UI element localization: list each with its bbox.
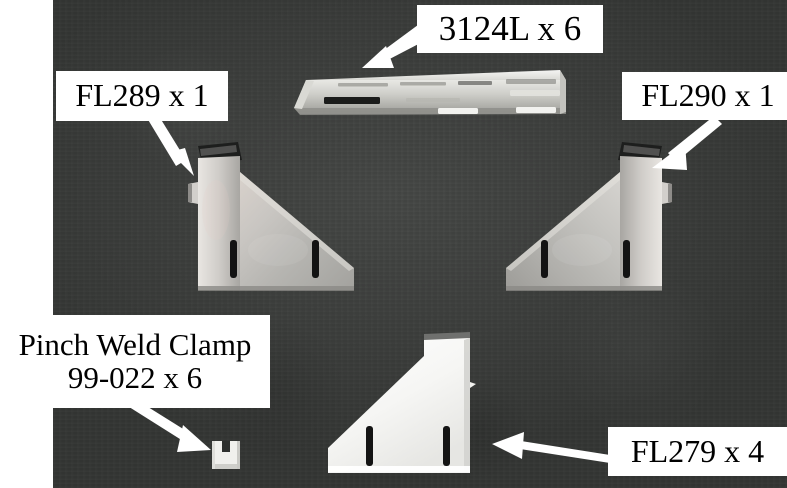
label-3124l: 3124L x 6	[417, 5, 603, 53]
label-fl290-text: FL290 x 1	[641, 77, 775, 114]
part-pinch-weld-clamp	[208, 436, 248, 476]
part-3124l-rail	[288, 64, 578, 124]
label-fl290: FL290 x 1	[622, 72, 787, 120]
label-fl289: FL289 x 1	[56, 71, 228, 121]
label-pinch-weld-clamp-name: Pinch Weld Clamp	[18, 326, 252, 362]
label-3124l-text: 3124L x 6	[438, 9, 582, 49]
part-fl290-bracket	[488, 140, 674, 300]
label-pinch-weld-clamp: Pinch Weld Clamp 99-022 x 6	[0, 315, 270, 408]
part-fl279-bracket	[318, 326, 504, 488]
label-pinch-weld-clamp-number: 99-022 x 6	[67, 359, 203, 395]
part-fl289-bracket	[186, 140, 372, 300]
label-fl279: FL279 x 4	[608, 427, 787, 476]
label-fl289-text: FL289 x 1	[75, 77, 209, 114]
label-fl279-text: FL279 x 4	[630, 432, 765, 469]
